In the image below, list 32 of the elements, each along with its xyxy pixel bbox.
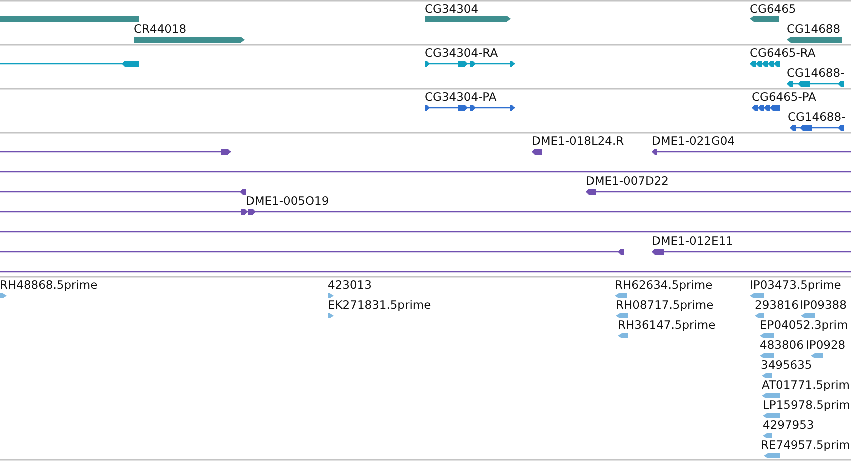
feature-label: EP04052.3prim	[760, 319, 848, 332]
feature-label: 483806	[760, 339, 804, 352]
feature-label: CR44018	[134, 23, 187, 36]
feature-label: CG34304-PA	[425, 91, 497, 104]
feature-label: DME1-018L24.R	[532, 135, 624, 148]
feature-label: RE74957.5prim	[761, 439, 850, 452]
feature-label: RH62634.5prime	[615, 279, 713, 292]
feature-label: AT01771.5prim	[762, 379, 850, 392]
feature-label: CG6465	[750, 3, 796, 16]
feature-label: CG6465-PA	[752, 91, 816, 104]
feature-label: IP09388	[800, 299, 847, 312]
feature-label: 4297953	[763, 419, 814, 432]
feature-label: DME1-005O19	[246, 195, 330, 208]
feature-label: CG14688-	[787, 67, 845, 80]
feature-label: RH36147.5prime	[618, 319, 716, 332]
feature-label: 293816	[755, 299, 799, 312]
feature-label: DME1-007D22	[586, 175, 669, 188]
feature-label: EK271831.5prime	[328, 299, 432, 312]
feature-label: 3495635	[761, 359, 812, 372]
feature-label: CG14688-	[788, 111, 846, 124]
feature-label: DME1-021G04	[652, 135, 736, 148]
feature-label: CG6465-RA	[750, 47, 816, 60]
feature-label: IP0928	[806, 339, 846, 352]
feature-label: CG34304	[425, 3, 479, 16]
feature-label: IP03473.5prime	[750, 279, 842, 292]
feature-label: DME1-012E11	[652, 235, 734, 248]
feature-label: RH48868.5prime	[0, 279, 98, 292]
feature-label: LP15978.5prim	[763, 399, 850, 412]
feature-label: 423013	[328, 279, 372, 292]
feature-label: RH08717.5prime	[616, 299, 714, 312]
feature-label: CG14688	[787, 23, 841, 36]
feature-label: CG34304-RA	[425, 47, 498, 60]
